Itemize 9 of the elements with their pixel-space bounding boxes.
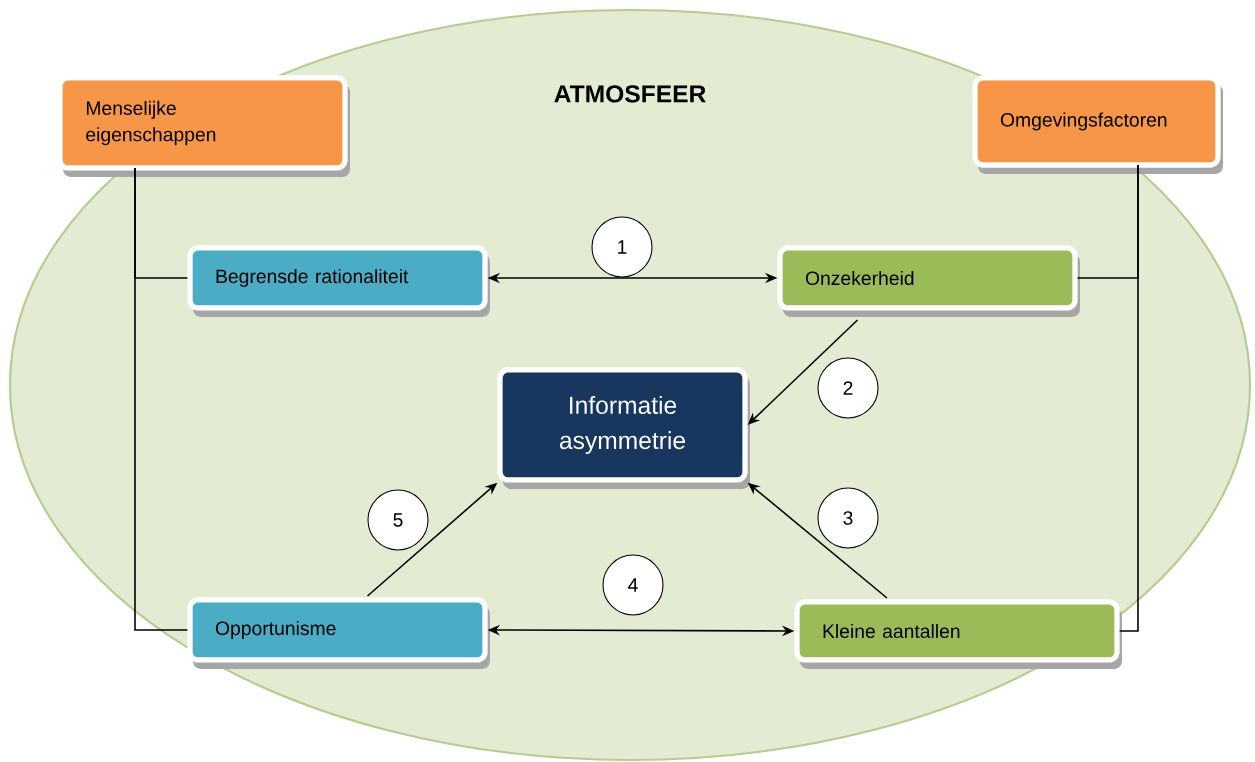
process-box: Onzekerheid [777,245,1080,317]
process-box: Menselijke eigenschappen [57,75,350,177]
process-box: Omgevingsfactoren [972,75,1223,174]
process-box: Kleine aantallen [794,599,1122,669]
process-box: Begrensde rationaliteit [187,245,490,317]
process-box: Opportunisme [187,597,490,669]
connector-line [134,167,189,631]
connector-line [1118,164,1139,632]
central-box: Informatie asymmetrie [497,367,750,489]
